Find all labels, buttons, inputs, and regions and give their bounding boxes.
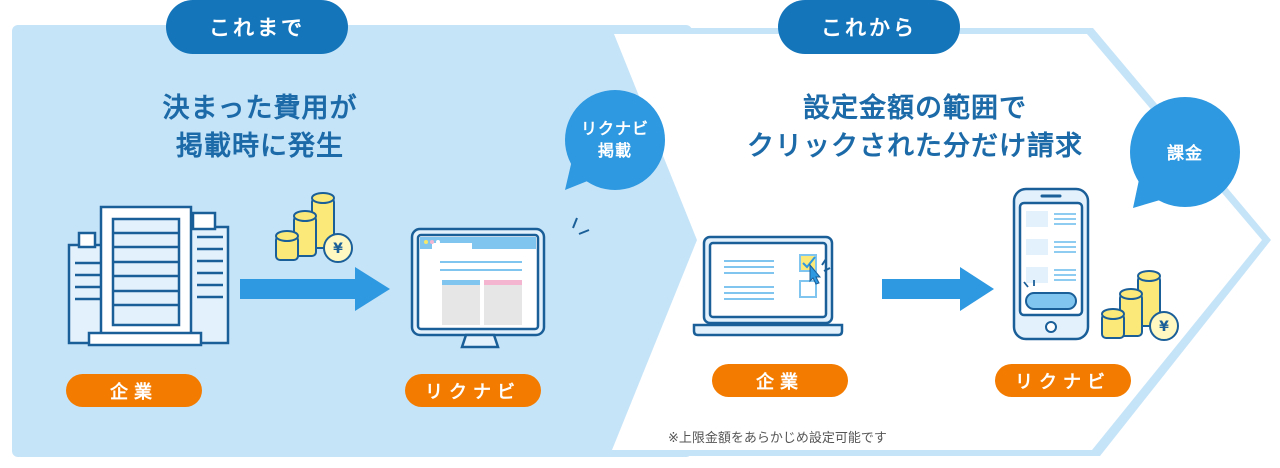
footnote: ※上限金額をあらかじめ設定可能です [668, 431, 887, 446]
smartphone-icon [1012, 187, 1090, 341]
before-tab: これまで [166, 0, 348, 54]
arrow-right-icon [240, 267, 390, 311]
after-tab: これから [778, 0, 960, 54]
after-to-label-text: リクナビ [1015, 371, 1111, 393]
after-tab-label: これから [821, 16, 917, 40]
after-to-label: リクナビ [995, 364, 1131, 397]
before-from-label-text: 企業 [110, 381, 158, 403]
speech-bubble-icon [1130, 97, 1240, 208]
before-to-label-text: リクナビ [425, 381, 521, 403]
arrow-right-icon [882, 267, 994, 311]
laptop-checkbox-cursor-icon [692, 235, 844, 337]
svg-text:¥: ¥ [1159, 319, 1169, 335]
before-panel [12, 25, 692, 457]
before-tab-label: これまで [209, 16, 305, 40]
emphasis-lines-icon [572, 217, 590, 235]
office-building-icon [67, 205, 230, 347]
desktop-monitor-icon [410, 227, 546, 349]
before-bubble-line1: リクナビ [580, 119, 649, 138]
before-bubble-line2: 掲載 [597, 141, 632, 160]
before-from-label: 企業 [66, 374, 202, 407]
before-headline: 決まった費用が 掲載時に発生 [150, 90, 370, 166]
coin-stack-yen-icon: ¥ [1101, 270, 1179, 341]
before-headline-line1: 決まった費用が [162, 93, 358, 124]
after-bubble-line1: 課金 [1167, 144, 1203, 164]
before-headline-line2: 掲載時に発生 [176, 131, 344, 162]
after-headline-line2: クリックされた分だけ請求 [747, 131, 1083, 162]
after-from-label: 企業 [712, 364, 848, 397]
before-bubble-text: リクナビ 掲載 [575, 118, 655, 162]
speech-bubble-icon [565, 90, 665, 190]
after-from-label-text: 企業 [756, 371, 804, 393]
coin-stack-yen-icon: ¥ [275, 192, 353, 263]
before-to-label: リクナビ [405, 374, 541, 407]
after-panel [612, 34, 1262, 450]
svg-text:¥: ¥ [333, 241, 343, 257]
after-headline-line1: 設定金額の範囲で [803, 93, 1027, 124]
after-headline: 設定金額の範囲で クリックされた分だけ請求 [720, 90, 1110, 166]
after-bubble-text: 課金 [1150, 143, 1220, 165]
